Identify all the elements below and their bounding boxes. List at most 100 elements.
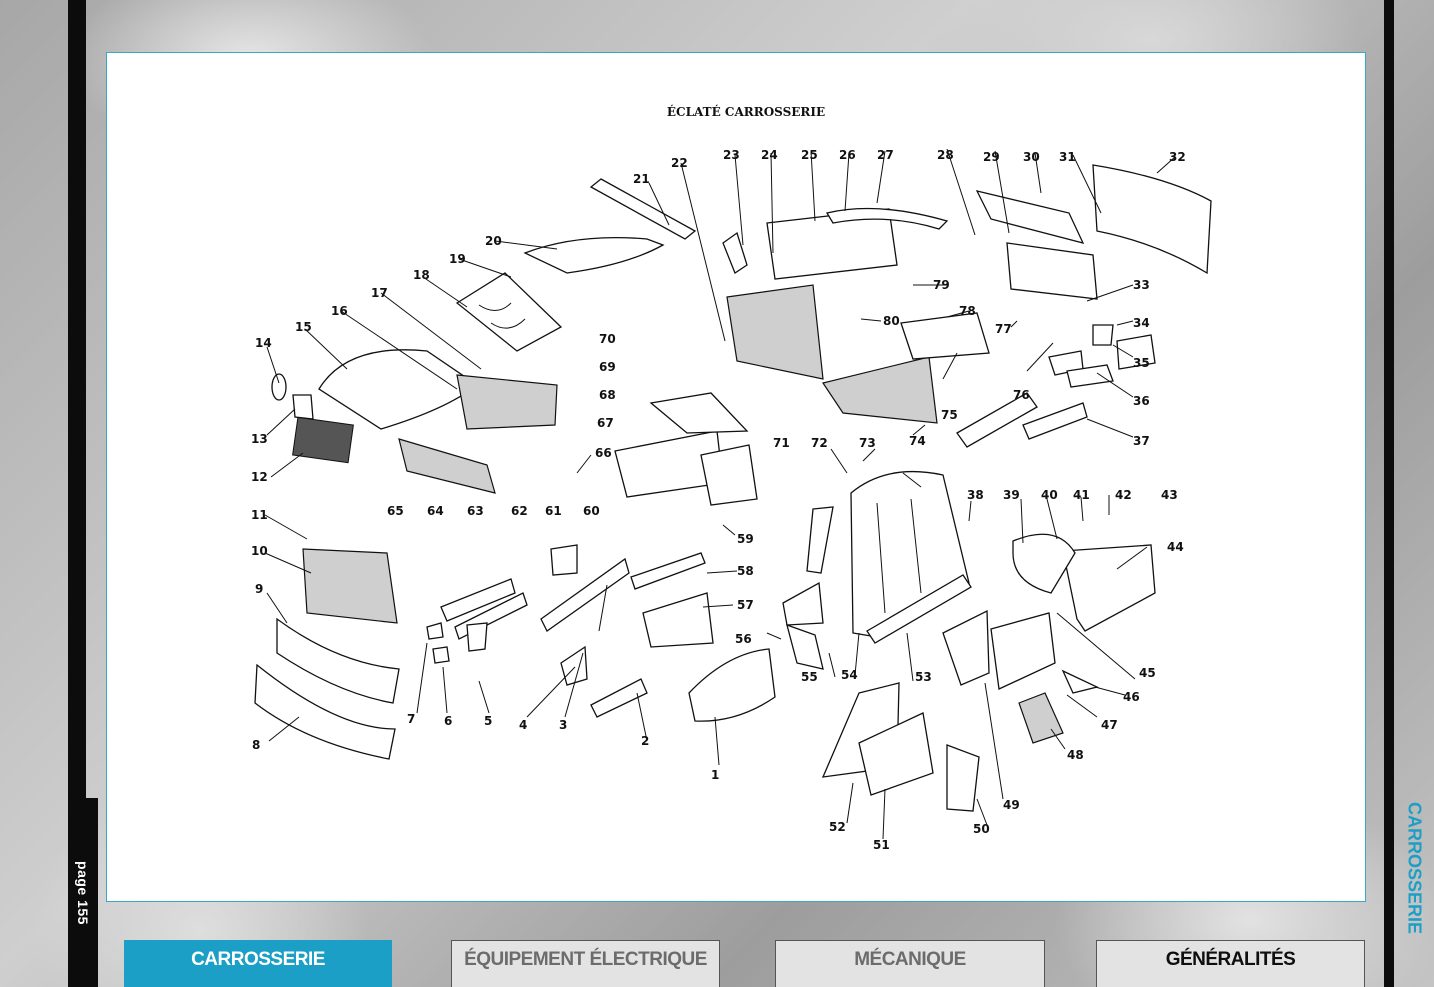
part-label: 30 bbox=[1023, 150, 1040, 164]
part-label: 59 bbox=[737, 532, 754, 546]
part-label: 69 bbox=[599, 360, 616, 374]
part-label: 54 bbox=[841, 668, 858, 682]
part-label: 46 bbox=[1123, 690, 1140, 704]
part-label: 67 bbox=[597, 416, 614, 430]
part-label: 41 bbox=[1073, 488, 1090, 502]
part-label: 47 bbox=[1101, 718, 1118, 732]
part-label: 1 bbox=[711, 768, 719, 782]
tab-generalites[interactable]: GÉNÉRALITÉS bbox=[1096, 940, 1365, 987]
part-label: 64 bbox=[427, 504, 444, 518]
part-label: 43 bbox=[1161, 488, 1178, 502]
part-label: 79 bbox=[933, 278, 950, 292]
part-label: 28 bbox=[937, 148, 954, 162]
part-label: 34 bbox=[1133, 316, 1150, 330]
section-vertical-text: CARROSSERIE bbox=[1404, 801, 1425, 934]
part-label: 23 bbox=[723, 148, 740, 162]
part-label: 3 bbox=[559, 718, 567, 732]
part-label: 65 bbox=[387, 504, 404, 518]
part-label: 4 bbox=[519, 718, 527, 732]
part-label: 21 bbox=[633, 172, 650, 186]
part-label: 18 bbox=[413, 268, 430, 282]
diagram-title: ÉCLATÉ CARROSSERIE bbox=[666, 105, 826, 119]
part-label: 73 bbox=[859, 436, 876, 450]
part-label: 55 bbox=[801, 670, 818, 684]
diagram-panel: ÉCLATÉ CARROSSERIE bbox=[106, 52, 1366, 902]
tab-carrosserie[interactable]: CARROSSERIE bbox=[124, 940, 392, 987]
part-label: 16 bbox=[331, 304, 348, 318]
part-label: 26 bbox=[839, 148, 856, 162]
part-label: 68 bbox=[599, 388, 616, 402]
part-label: 52 bbox=[829, 820, 846, 834]
part-label: 19 bbox=[449, 252, 466, 266]
part-label: 80 bbox=[883, 314, 900, 328]
part-label: 56 bbox=[735, 632, 752, 646]
left-frame-bar bbox=[68, 0, 86, 987]
part-label: 20 bbox=[485, 234, 502, 248]
part-label: 77 bbox=[995, 322, 1012, 336]
section-vertical-label: CARROSSERIE bbox=[1398, 795, 1430, 940]
part-label: 24 bbox=[761, 148, 778, 162]
part-label: 33 bbox=[1133, 278, 1150, 292]
part-label: 27 bbox=[877, 148, 894, 162]
part-label: 7 bbox=[407, 712, 415, 726]
tab-mecanique-label: MÉCANIQUE bbox=[854, 949, 966, 970]
part-label: 76 bbox=[1013, 388, 1030, 402]
part-label: 31 bbox=[1059, 150, 1076, 164]
tab-equipement-electrique[interactable]: ÉQUIPEMENT ÉLECTRIQUE bbox=[451, 940, 720, 987]
leader-lines bbox=[264, 148, 1176, 840]
part-label: 58 bbox=[737, 564, 754, 578]
part-label: 6 bbox=[444, 714, 452, 728]
part-label: 75 bbox=[941, 408, 958, 422]
tab-generalites-label: GÉNÉRALITÉS bbox=[1165, 949, 1296, 970]
part-label: 8 bbox=[252, 738, 260, 752]
part-label: 2 bbox=[641, 734, 649, 748]
part-label: 36 bbox=[1133, 394, 1150, 408]
right-frame-bar bbox=[1384, 0, 1394, 987]
part-label: 49 bbox=[1003, 798, 1020, 812]
tab-mecanique[interactable]: MÉCANIQUE bbox=[775, 940, 1045, 987]
part-label: 72 bbox=[811, 436, 828, 450]
part-label: 12 bbox=[251, 470, 268, 484]
part-label: 51 bbox=[873, 838, 890, 852]
part-label: 15 bbox=[295, 320, 312, 334]
part-label: 44 bbox=[1167, 540, 1184, 554]
part-label: 5 bbox=[484, 714, 492, 728]
part-shapes bbox=[254, 164, 1212, 812]
part-label: 74 bbox=[909, 434, 926, 448]
part-label: 39 bbox=[1003, 488, 1020, 502]
page-number-tab: page 155 bbox=[68, 798, 98, 987]
part-label: 32 bbox=[1169, 150, 1186, 164]
part-label: 53 bbox=[915, 670, 932, 684]
part-label: 63 bbox=[467, 504, 484, 518]
section-tabs: CARROSSERIE ÉQUIPEMENT ÉLECTRIQUE MÉCANI… bbox=[0, 940, 1434, 987]
part-label: 9 bbox=[255, 582, 263, 596]
part-label: 61 bbox=[545, 504, 562, 518]
part-label: 66 bbox=[595, 446, 612, 460]
part-label: 48 bbox=[1067, 748, 1084, 762]
part-label: 60 bbox=[583, 504, 600, 518]
part-label: 35 bbox=[1133, 356, 1150, 370]
exploded-body-diagram: 1 2 3 4 5 6 7 8 9 10 11 12 13 14 15 16 1… bbox=[251, 148, 1212, 852]
part-label: 29 bbox=[983, 150, 1000, 164]
part-label: 70 bbox=[599, 332, 616, 346]
part-label: 37 bbox=[1133, 434, 1150, 448]
part-label: 14 bbox=[255, 336, 272, 350]
page-number: page 155 bbox=[75, 860, 91, 925]
part-label: 10 bbox=[251, 544, 268, 558]
part-label: 25 bbox=[801, 148, 818, 162]
part-label: 45 bbox=[1139, 666, 1156, 680]
part-labels: 1 2 3 4 5 6 7 8 9 10 11 12 13 14 15 16 1… bbox=[251, 148, 1186, 852]
part-label: 71 bbox=[773, 436, 790, 450]
part-label: 22 bbox=[671, 156, 688, 170]
part-label: 13 bbox=[251, 432, 268, 446]
part-label: 17 bbox=[371, 286, 388, 300]
part-label: 42 bbox=[1115, 488, 1132, 502]
part-label: 50 bbox=[973, 822, 990, 836]
part-label: 40 bbox=[1041, 488, 1058, 502]
tab-equipement-electrique-label: ÉQUIPEMENT ÉLECTRIQUE bbox=[464, 949, 707, 970]
part-label: 11 bbox=[251, 508, 268, 522]
part-label: 57 bbox=[737, 598, 754, 612]
tab-carrosserie-label: CARROSSERIE bbox=[191, 949, 325, 970]
part-label: 38 bbox=[967, 488, 984, 502]
part-label: 62 bbox=[511, 504, 528, 518]
